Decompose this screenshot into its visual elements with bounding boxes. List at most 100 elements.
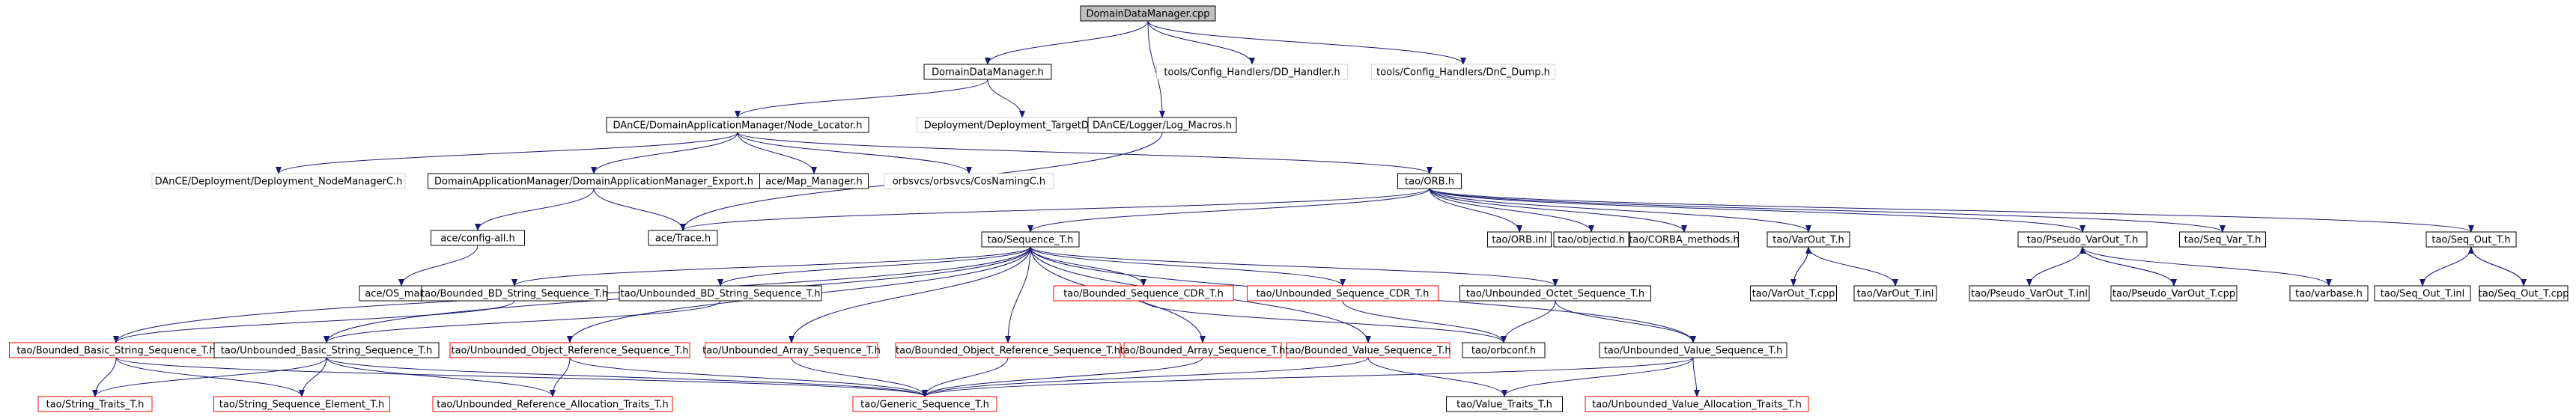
dependency-edge	[569, 357, 928, 397]
dependency-edge	[550, 357, 571, 397]
dependency-edge	[1501, 300, 1556, 343]
node-bounded-basic[interactable]: tao/Bounded_Basic_String_Sequence_T.h	[9, 342, 223, 358]
node-orbconf[interactable]: tao/orbconf.h	[1462, 342, 1546, 358]
dependency-edge	[922, 357, 1203, 397]
dependency-edge	[1793, 246, 1811, 287]
node-varout-t[interactable]: tao/VarOut_T.h	[1767, 231, 1850, 248]
dependency-edge	[737, 132, 817, 174]
node-generic-seq[interactable]: tao/Generic_Sequence_T.h	[852, 396, 997, 412]
node-label: tao/Pseudo_VarOut_T.h	[2027, 235, 2139, 246]
dependency-edge	[593, 188, 686, 231]
node-box	[2425, 231, 2517, 248]
dependency-edge	[791, 357, 928, 397]
node-box	[2374, 285, 2471, 302]
node-label: DAnCE/DomainApplicationManager/Node_Loca…	[613, 120, 862, 132]
node-box	[2179, 231, 2266, 248]
node-pseudo-varout-inl[interactable]: tao/Pseudo_VarOut_T.inl	[1969, 285, 2090, 302]
node-unbounded-array[interactable]: tao/Unbounded_Array_Sequence_T.h	[702, 342, 881, 358]
node-pseudo-varout-cpp[interactable]: tao/Pseudo_VarOut_T.cpp	[2110, 285, 2238, 302]
node-varout-inl[interactable]: tao/VarOut_T.inl	[1853, 285, 1937, 302]
node-map-manager[interactable]: ace/Map_Manager.h	[759, 173, 869, 189]
node-pseudo-varout-t[interactable]: tao/Pseudo_VarOut_T.h	[2017, 231, 2148, 248]
dependency-edge	[2026, 246, 2083, 287]
node-box	[1629, 231, 1739, 248]
node-unbounded-basic[interactable]: tao/Unbounded_Basic_String_Sequence_T.h	[213, 342, 440, 358]
dependency-edge	[1429, 188, 2226, 233]
node-unbounded-value[interactable]: tao/Unbounded_Value_Sequence_T.h	[1599, 342, 1787, 358]
node-label: DAnCE/Logger/Log_Macros.h	[1093, 120, 1232, 132]
node-dnc-dump[interactable]: tools/Config_Handlers/DnC_Dump.h	[1371, 64, 1555, 80]
node-trace[interactable]: ace/Trace.h	[648, 230, 718, 246]
node-box	[1585, 396, 1809, 412]
node-box	[432, 396, 673, 412]
dependency-edge	[1367, 357, 1507, 397]
node-bounded-value[interactable]: tao/Bounded_Value_Sequence_T.h	[1285, 342, 1451, 358]
node-box	[431, 230, 525, 246]
node-seq-out-t[interactable]: tao/Seq_Out_T.h	[2425, 231, 2517, 248]
dependency-edge	[326, 357, 556, 397]
dependency-edge	[92, 357, 117, 397]
node-box	[1087, 117, 1237, 133]
node-cosnamingc[interactable]: orbsvcs/orbsvcs/CosNamingC.h	[884, 173, 1054, 189]
node-bounded-bd[interactable]: tao/Bounded_BD_String_Sequence_T.h	[421, 285, 608, 302]
node-node-locator[interactable]: DAnCE/DomainApplicationManager/Node_Loca…	[606, 117, 869, 133]
node-box	[1969, 285, 2090, 302]
node-label: ace/config-all.h	[440, 233, 515, 245]
node-root[interactable]: DomainDataManager.cpp	[1080, 5, 1216, 22]
node-unbounded-octet[interactable]: tao/Unbounded_Octet_Sequence_T.h	[1459, 285, 1651, 302]
node-box	[1123, 342, 1282, 358]
node-varbase[interactable]: tao/varbase.h	[2289, 285, 2369, 302]
node-node-managerc[interactable]: DAnCE/Deployment/Deployment_NodeManagerC…	[151, 173, 406, 189]
node-sequence-t[interactable]: tao/Sequence_T.h	[981, 231, 1080, 248]
node-unbounded-objref[interactable]: tao/Unbounded_Object_Reference_Sequence_…	[449, 342, 690, 358]
node-label: tao/Seq_Out_T.cpp	[2479, 289, 2569, 300]
dependency-edge	[922, 357, 1009, 397]
node-unbounded-value-alloc[interactable]: tao/Unbounded_Value_Allocation_Traits_T.…	[1585, 396, 1809, 412]
node-label: tao/String_Sequence_Element_T.h	[219, 400, 384, 411]
node-box	[884, 173, 1054, 189]
dependency-edge	[922, 357, 1694, 397]
dependency-edge	[1030, 246, 1346, 287]
node-bounded-objref[interactable]: tao/Bounded_Object_Reference_Sequence_T.…	[895, 342, 1121, 358]
node-objectid[interactable]: tao/objectid.h	[1553, 231, 1629, 248]
node-bounded-cdr[interactable]: tao/Bounded_Sequence_CDR_T.h	[1053, 285, 1234, 302]
node-unbounded-ref-alloc[interactable]: tao/Unbounded_Reference_Allocation_Trait…	[432, 396, 673, 412]
dependency-edge	[717, 246, 1031, 287]
node-orb-h[interactable]: tao/ORB.h	[1397, 173, 1462, 189]
node-box	[1446, 396, 1563, 412]
node-box	[213, 396, 390, 412]
node-box	[759, 173, 869, 189]
node-box	[1599, 342, 1787, 358]
node-target-datac[interactable]: Deployment/Deployment_TargetDataC.h	[916, 117, 1128, 133]
node-corba-methods[interactable]: tao/CORBA_methods.h	[1629, 231, 1740, 248]
node-log-macros[interactable]: DAnCE/Logger/Log_Macros.h	[1087, 117, 1237, 133]
node-seq-out-cpp[interactable]: tao/Seq_Out_T.cpp	[2479, 285, 2569, 302]
node-config-all[interactable]: ace/config-all.h	[431, 230, 525, 246]
node-ddm-h[interactable]: DomainDataManager.h	[923, 64, 1052, 80]
node-varout-cpp[interactable]: tao/VarOut_T.cpp	[1750, 285, 1837, 302]
node-label: tao/orbconf.h	[1471, 346, 1536, 357]
node-dam-export[interactable]: DomainApplicationManager/DomainApplicati…	[428, 173, 760, 189]
dependency-edge	[1143, 300, 1507, 343]
node-label: tao/Sequence_T.h	[988, 235, 1074, 246]
node-box	[852, 396, 997, 412]
node-box	[1397, 173, 1462, 189]
node-label: tools/Config_Handlers/DnC_Dump.h	[1376, 67, 1550, 79]
dependency-edge	[1030, 246, 1558, 287]
node-label: tao/Unbounded_Value_Allocation_Traits_T.…	[1592, 400, 1802, 411]
node-label: tao/Seq_Out_T.h	[2431, 235, 2510, 246]
dependency-edge	[92, 357, 327, 397]
node-seq-var-t[interactable]: tao/Seq_Var_T.h	[2179, 231, 2266, 248]
node-value-traits[interactable]: tao/Value_Traits_T.h	[1446, 396, 1563, 412]
node-bounded-array[interactable]: tao/Bounded_Array_Sequence_T.h	[1120, 342, 1286, 358]
node-dd-handler[interactable]: tools/Config_Handlers/DD_Handler.h	[1156, 64, 1348, 80]
dependency-edge	[922, 357, 1369, 397]
node-string-seq-elem[interactable]: tao/String_Sequence_Element_T.h	[213, 396, 390, 412]
node-unbounded-bd[interactable]: tao/Unbounded_BD_String_Sequence_T.h	[619, 285, 822, 302]
node-box	[1459, 285, 1651, 302]
dependency-edge	[987, 79, 1025, 118]
node-seq-out-inl[interactable]: tao/Seq_Out_T.inl	[2374, 285, 2471, 302]
node-unbounded-cdr[interactable]: tao/Unbounded_Sequence_CDR_T.h	[1247, 285, 1439, 302]
node-orb-inl[interactable]: tao/ORB.inl	[1487, 231, 1552, 248]
node-string-traits[interactable]: tao/String_Traits_T.h	[37, 396, 153, 412]
